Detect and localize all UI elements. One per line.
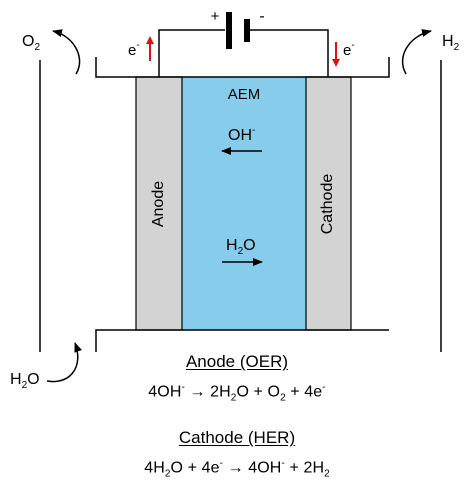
water-membrane-label: H2O: [226, 237, 256, 257]
battery-icon: [226, 12, 250, 49]
anode-reaction: Anode (OER) 4OH- → 2H2O + O2 + 4e-: [0, 352, 474, 404]
hydroxide-label: OH-: [228, 125, 255, 144]
hydrogen-out-arrow: [401, 29, 432, 75]
cathode-label: Cathode: [319, 174, 336, 235]
cathode-electrode: [305, 76, 352, 331]
water-in-arrow: [46, 342, 82, 383]
hydrogen-out-label: H2: [442, 33, 460, 53]
cell-housing-bottom: [95, 329, 389, 352]
water-in-label: H2O: [10, 371, 40, 391]
cathode-reaction-title: Cathode (HER): [178, 428, 296, 447]
oxygen-out-label: O2: [22, 33, 40, 53]
battery-plus: +: [211, 8, 220, 25]
anode-reaction-equation: 4OH- → 2H2O + O2 + 4e-: [148, 382, 326, 404]
anode-label: Anode: [150, 181, 167, 227]
electron-label-right: e-: [343, 40, 355, 59]
cathode-reaction: Cathode (HER) 4H2O + 4e- → 4OH- + 2H2: [0, 428, 474, 480]
cell-housing-top: [95, 57, 390, 78]
battery-minus: -: [259, 8, 264, 25]
oxygen-out-arrow: [52, 29, 81, 75]
membrane-label: AEM: [228, 86, 261, 103]
anode-reaction-title: Anode (OER): [185, 352, 289, 371]
membrane-aem: [181, 76, 307, 331]
external-circuit-wire: [158, 29, 329, 77]
anode-electrode: [135, 76, 183, 331]
electron-label-left: e-: [128, 40, 140, 59]
cathode-reaction-equation: 4H2O + 4e- → 4OH- + 2H2: [144, 458, 330, 480]
